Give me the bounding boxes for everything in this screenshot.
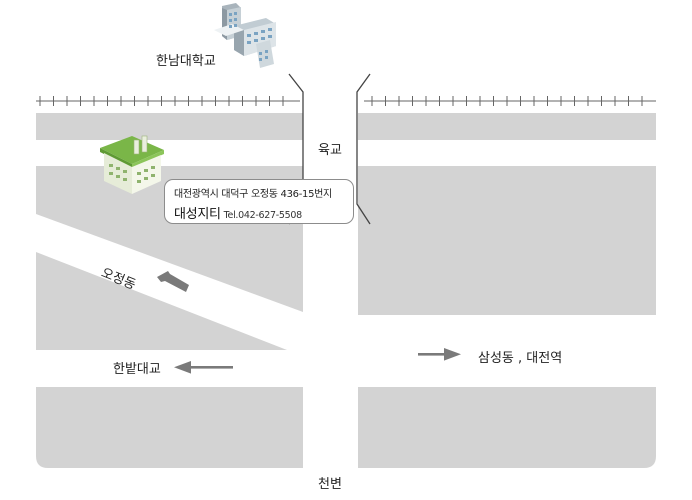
label-hannam-university: 한남대학교 [156,54,216,69]
company-phone: Tel.042-627-5508 [223,210,303,221]
label-hanbat-bridge: 한밭대교 [113,362,161,377]
railway [36,96,656,106]
block-north-east [358,113,656,140]
arrow-left-icon [157,271,189,292]
city-blocks [36,113,656,468]
block-south-east [358,387,656,468]
school-building-icon [214,3,276,68]
label-samseong-daejeon-station: 삼성동 , 대전역 [478,351,563,366]
arrow-left-icon [174,361,233,374]
block-east [358,166,656,315]
company-name: 대성지티 [174,207,221,222]
block-middle-west [36,252,287,350]
block-south-west [36,387,303,468]
label-overpass: 육교 [318,143,342,158]
block-north-west [36,113,303,140]
arrow-right-icon [418,348,461,361]
label-stream: 천변 [318,477,342,492]
company-address: 대전광역시 대덕구 오정동 436-15번지 [174,189,332,200]
company-building-icon [100,135,164,194]
